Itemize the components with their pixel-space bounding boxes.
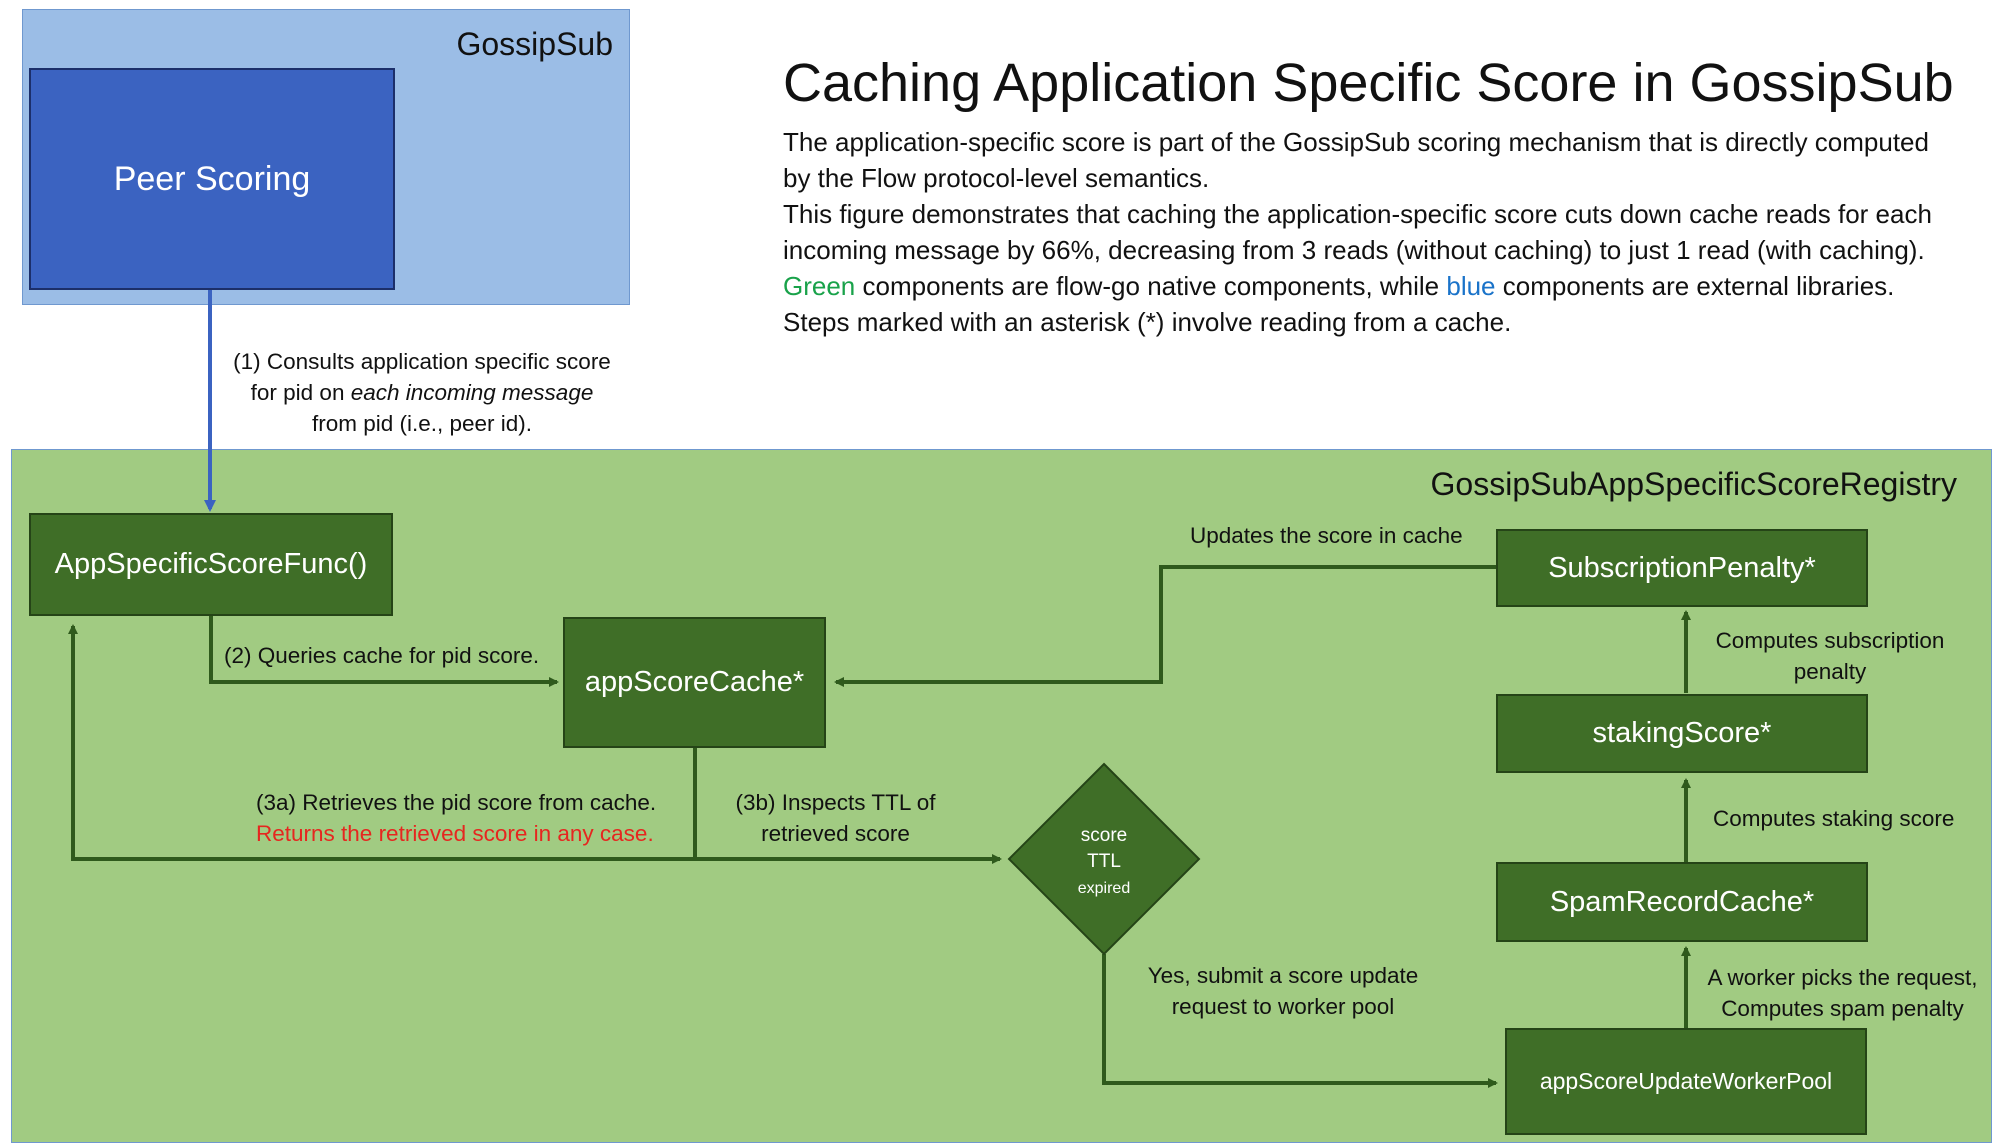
- step3a-label: (3a) Retrieves the pid score from cache.…: [256, 787, 656, 849]
- yes-submit-line1: Yes, submit a score update: [1147, 963, 1419, 988]
- description-para1: The application-specific score is part o…: [783, 127, 1929, 193]
- computes-subscription-label: Computes subscription penalty: [1700, 625, 1960, 687]
- gossipsub-region: GossipSub Peer Scoring: [22, 9, 630, 305]
- edge-updates-cache: [834, 565, 1496, 687]
- edge-yes-submit: [1102, 954, 1498, 1088]
- step1-line2: for pid on each incoming message: [222, 377, 622, 408]
- step3b-label: (3b) Inspects TTL of retrieved score: [718, 787, 953, 849]
- registry-title: GossipSubAppSpecificScoreRegistry: [1430, 466, 1957, 502]
- staking-score-node: stakingScore*: [1496, 694, 1868, 773]
- edge-step2: [209, 616, 559, 687]
- decision-line3: expired: [1078, 880, 1130, 897]
- step2-label: (2) Queries cache for pid score.: [224, 643, 540, 668]
- step3b-line2: retrieved score: [761, 821, 910, 846]
- decision-line1: score: [1081, 825, 1127, 846]
- worker-picks-label: A worker picks the request, Computes spa…: [1695, 962, 1990, 1024]
- page-title: Caching Application Specific Score in Go…: [783, 53, 1954, 113]
- decision-line2: TTL: [1087, 851, 1121, 872]
- computes-subscription-line2: penalty: [1793, 659, 1867, 684]
- para3-mid: components are flow-go native components…: [855, 271, 1447, 301]
- description-para3: Green components are flow-go native comp…: [783, 268, 1953, 304]
- description: The application-specific score is part o…: [783, 124, 1953, 340]
- worker-picks-line1: A worker picks the request,: [1707, 965, 1978, 990]
- green-word: Green: [783, 271, 856, 301]
- para3-end: components are external libraries.: [1495, 271, 1895, 301]
- step1-line1: (1) Consults application specific score: [233, 349, 611, 374]
- blue-word: blue: [1446, 271, 1496, 301]
- description-para4: Steps marked with an asterisk (*) involv…: [783, 307, 1512, 337]
- subscription-penalty-node: SubscriptionPenalty*: [1496, 529, 1868, 607]
- worker-picks-line2: Computes spam penalty: [1721, 996, 1964, 1021]
- peer-scoring-node: Peer Scoring: [29, 68, 395, 290]
- step1-line3: from pid (i.e., peer id).: [311, 411, 533, 436]
- app-specific-score-func-node: AppSpecificScoreFunc(): [29, 513, 393, 616]
- gossipsub-title: GossipSub: [456, 26, 613, 62]
- yes-submit-label: Yes, submit a score update request to wo…: [1128, 960, 1438, 1022]
- step1-line2-prefix: for pid on: [250, 380, 351, 405]
- worker-pool-node: appScoreUpdateWorkerPool: [1505, 1028, 1867, 1135]
- spam-record-cache-node: SpamRecordCache*: [1496, 862, 1868, 942]
- step3a-line2: Returns the retrieved score in any case.: [256, 821, 654, 846]
- app-score-cache-node: appScoreCache*: [563, 617, 826, 748]
- step1-label: (1) Consults application specific score …: [222, 346, 622, 439]
- computes-subscription-line1: Computes subscription: [1715, 628, 1945, 653]
- yes-submit-line2: request to worker pool: [1171, 994, 1395, 1019]
- computes-staking-label: Computes staking score: [1713, 806, 1955, 831]
- edge-step3a: [68, 624, 697, 861]
- step1-line2-emphasis: each incoming message: [350, 380, 594, 405]
- step3a-line1: (3a) Retrieves the pid score from cache.: [256, 790, 657, 815]
- decision-diamond: [1007, 762, 1201, 956]
- step3b-line1: (3b) Inspects TTL of: [735, 790, 936, 815]
- updates-cache-label: Updates the score in cache: [1190, 523, 1463, 548]
- description-para2: This figure demonstrates that caching th…: [783, 199, 1932, 265]
